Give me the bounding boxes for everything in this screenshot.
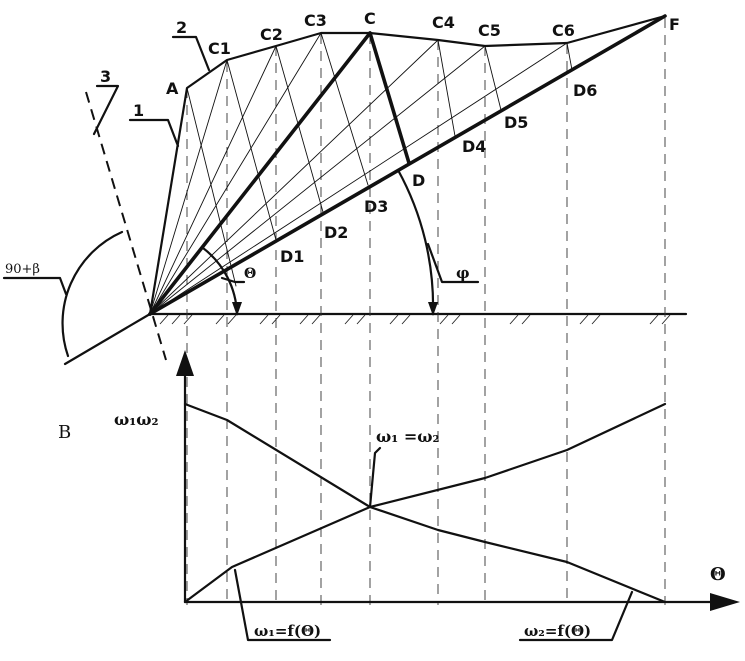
point-label-C2: C2	[260, 25, 283, 44]
point-label-F: F	[669, 15, 680, 34]
projection-lines	[186, 18, 666, 605]
point-label-A: A	[166, 79, 179, 98]
point-label-C4: C4	[432, 13, 455, 32]
leader-90-beta	[2, 276, 68, 296]
point-label-D2: D2	[324, 223, 348, 242]
intersection-label: ω₁ =ω₂	[376, 427, 439, 446]
leader-intersection	[368, 446, 382, 509]
leader-1	[128, 118, 180, 148]
leader-curve1	[233, 568, 332, 642]
leader-label-phi: φ	[456, 264, 470, 282]
leader-label-theta: Θ	[244, 266, 256, 282]
fan-lines	[149, 32, 568, 315]
slope-extension-line	[63, 312, 152, 366]
point-label-D4: D4	[462, 137, 486, 156]
panel-label-B: B	[58, 422, 71, 443]
point-label-D5: D5	[504, 113, 528, 132]
leader-3	[92, 84, 120, 136]
y-axis-label: ω₁ω₂	[114, 410, 158, 429]
leader-theta	[220, 276, 246, 284]
curve1-label: ω₁=f(Θ)	[254, 622, 321, 640]
normal-line-3	[85, 91, 167, 361]
point-label-C5: C5	[478, 21, 501, 40]
point-label-D6: D6	[573, 81, 597, 100]
leader-curve2	[518, 590, 634, 642]
leader-label-3: 3	[100, 67, 111, 86]
point-label-D3: D3	[364, 197, 388, 216]
x-axis-label: Θ	[710, 564, 726, 585]
angle-arc-phi	[396, 168, 435, 316]
curve-omega-2	[183, 402, 667, 604]
curve2-label: ω₂=f(Θ)	[524, 622, 591, 640]
x-axis-arrowhead	[710, 593, 740, 611]
point-label-C1: C1	[208, 39, 231, 58]
leader-label-90-beta: 90+β	[5, 262, 40, 277]
point-label-D: D	[412, 171, 425, 190]
sliding-surface-outline	[148, 14, 667, 316]
angle-arc-90-beta	[61, 230, 124, 358]
leader-2	[171, 35, 211, 72]
main-line-CD	[368, 31, 411, 165]
point-label-D1: D1	[280, 247, 304, 266]
point-label-C6: C6	[552, 21, 575, 40]
leader-label-2: 2	[176, 18, 187, 37]
curve-omega-1	[183, 402, 667, 604]
point-label-C: C	[364, 9, 376, 28]
slope-line-AF	[148, 14, 667, 316]
leader-label-1: 1	[133, 101, 144, 120]
phi-arrowhead	[428, 302, 438, 316]
y-axis-arrowhead	[176, 350, 194, 376]
leader-phi	[426, 242, 480, 284]
ground-hatching	[159, 314, 671, 325]
main-line-AC	[148, 31, 372, 316]
cross-lines	[186, 32, 573, 287]
theta-arrowhead	[232, 302, 242, 316]
point-label-C3: C3	[304, 11, 327, 30]
